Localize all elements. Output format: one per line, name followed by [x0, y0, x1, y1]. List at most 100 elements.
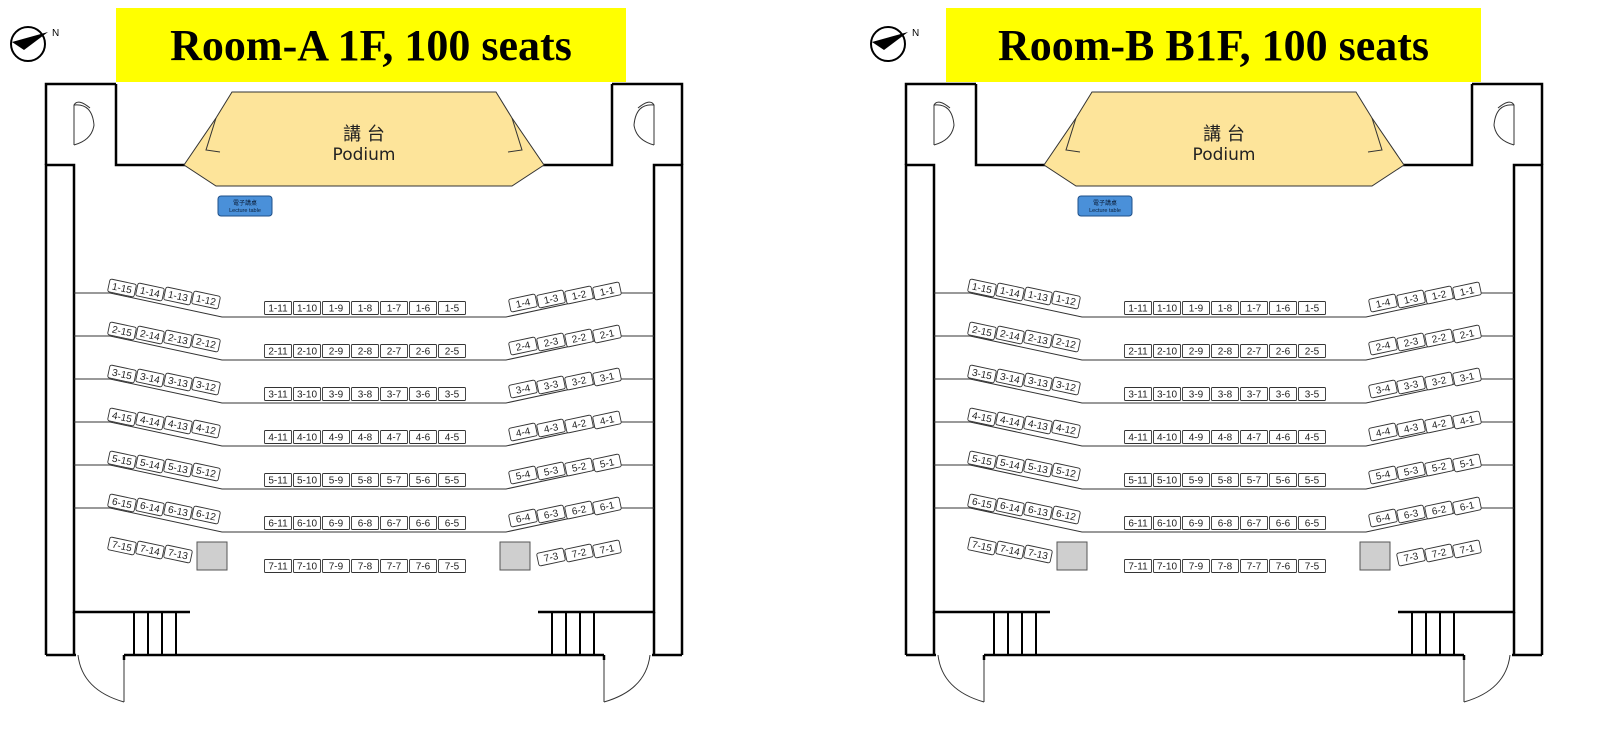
seat-label: 4-15: [111, 411, 133, 426]
seat-box: [1269, 516, 1297, 530]
seat: 7-11: [264, 559, 292, 573]
seat-label: 2-13: [167, 333, 189, 348]
seat-box: [191, 333, 221, 353]
seat-label: 3-15: [971, 368, 993, 383]
seat: 3-7: [1240, 387, 1268, 401]
seat-box: [1240, 430, 1268, 444]
seat-box: [536, 504, 566, 524]
seat: 6-2: [564, 500, 594, 520]
seat: 3-8: [1211, 387, 1239, 401]
seat: 3-3: [536, 375, 566, 395]
row-divider-line: [74, 292, 654, 318]
seat-box: [163, 329, 193, 349]
seat: 4-14: [995, 411, 1025, 431]
seat-box: [995, 368, 1025, 388]
seat-box: [351, 516, 379, 530]
seat: 7-6: [409, 559, 437, 573]
seat: 6-13: [1023, 501, 1053, 521]
seat-label: 3-5: [445, 390, 460, 401]
seat: 3-4: [1368, 379, 1398, 399]
seat: 1-2: [564, 285, 594, 305]
seat-label: 7-13: [1027, 548, 1049, 563]
seat-box: [380, 430, 408, 444]
seat: 5-3: [536, 461, 566, 481]
seat: 6-12: [191, 505, 221, 525]
seat-box: [1368, 336, 1398, 356]
seat: 4-11: [1124, 430, 1152, 444]
seat-box: [1182, 473, 1210, 487]
seat-box: [967, 364, 997, 384]
seat: 6-8: [351, 516, 379, 530]
seat: 1-13: [1023, 286, 1053, 306]
seat-label: 7-3: [1403, 551, 1420, 565]
seat: 6-12: [1051, 505, 1081, 525]
seat: 6-4: [1368, 508, 1398, 528]
seat-box: [135, 282, 165, 302]
seat-label: 2-5: [1305, 347, 1320, 358]
seat-box: [107, 278, 137, 298]
seat-box: [1368, 422, 1398, 442]
seat-label: 5-3: [543, 465, 560, 479]
seat: 2-14: [135, 325, 165, 345]
seat-label: 7-15: [111, 540, 133, 555]
seat: 5-13: [1023, 458, 1053, 478]
seat-label: 1-12: [1055, 294, 1077, 309]
seat-label: 2-1: [1459, 328, 1476, 342]
seat-box: [1153, 344, 1181, 358]
seat-label: 5-5: [445, 476, 460, 487]
seat-label: 2-2: [571, 332, 588, 346]
seat-label: 2-5: [445, 347, 460, 358]
seat: 1-10: [293, 301, 321, 315]
seat: 3-10: [1153, 387, 1181, 401]
seat-label: 1-5: [1305, 304, 1320, 315]
seat: 4-1: [1452, 410, 1482, 430]
seat: 3-6: [1269, 387, 1297, 401]
seat: 3-14: [135, 368, 165, 388]
back-left-door: [937, 654, 985, 703]
row-divider-line: [934, 421, 1514, 447]
seat-box: [536, 332, 566, 352]
seat: 2-3: [536, 332, 566, 352]
seat-label: 4-9: [329, 433, 344, 444]
seat-label: 1-1: [1459, 285, 1476, 299]
front-right-door: [633, 101, 655, 146]
seat: 4-6: [409, 430, 437, 444]
seat-label: 1-7: [1247, 304, 1262, 315]
seat-label: 6-6: [416, 519, 431, 530]
seat-label: 6-7: [1247, 519, 1262, 530]
seat: 1-4: [508, 293, 538, 313]
seat-box: [1240, 559, 1268, 573]
seat-label: 7-14: [999, 544, 1021, 559]
seat: 1-7: [380, 301, 408, 315]
seat: 1-4: [1368, 293, 1398, 313]
lecture-table-label-en: Lecture table: [1089, 208, 1121, 214]
seat-box: [380, 516, 408, 530]
seat-box: [438, 473, 466, 487]
seat-label: 6-1: [1459, 500, 1476, 514]
seat: 7-14: [135, 540, 165, 560]
seat-box: [1269, 301, 1297, 315]
seat-box: [1051, 290, 1081, 310]
seat: 5-12: [1051, 462, 1081, 482]
seat-label: 3-10: [297, 390, 317, 401]
seat-box: [1396, 375, 1426, 395]
seat-box: [1368, 379, 1398, 399]
seat: 6-6: [409, 516, 437, 530]
seat-box: [380, 301, 408, 315]
seat-box: [191, 290, 221, 310]
seat-box: [1240, 473, 1268, 487]
seat-label: 4-9: [1189, 433, 1204, 444]
seat: 7-3: [536, 547, 566, 567]
seat-box: [967, 536, 997, 556]
seat: 6-9: [322, 516, 350, 530]
seat-box: [191, 462, 221, 482]
seat-label: 6-2: [571, 504, 588, 518]
seat: 6-8: [1211, 516, 1239, 530]
seat-box: [1211, 344, 1239, 358]
seat: 5-7: [380, 473, 408, 487]
seat-box: [135, 325, 165, 345]
seat-box: [1298, 473, 1326, 487]
seat-box: [1240, 344, 1268, 358]
